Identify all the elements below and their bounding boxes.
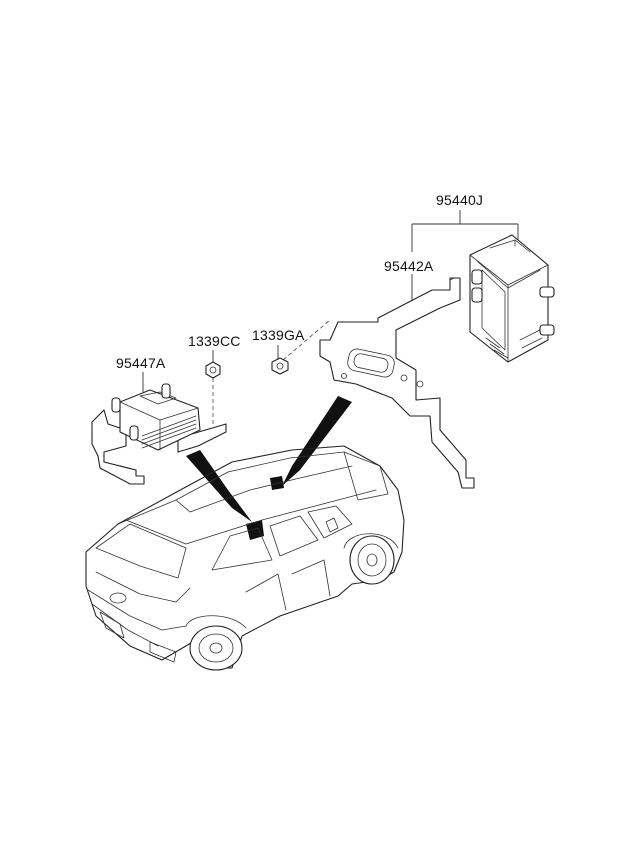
location-marker-upper <box>270 476 284 490</box>
leader-lines <box>142 210 519 424</box>
pointer-arrow-upper <box>282 396 352 486</box>
part-label-95440J[interactable]: 95440J <box>436 192 484 208</box>
part-label-1339CC[interactable]: 1339CC <box>188 333 241 349</box>
part-label-1339GA[interactable]: 1339GA <box>252 327 305 343</box>
location-pointers <box>186 396 352 540</box>
connector-pin <box>161 383 171 399</box>
part-label-95442A[interactable]: 95442A <box>384 258 434 274</box>
nut-1339CC <box>205 361 221 379</box>
connector-pin <box>111 397 121 413</box>
pointer-arrow-lower <box>186 450 252 522</box>
part-label-95447A[interactable]: 95447A <box>116 355 166 371</box>
leader-95440J <box>411 210 519 252</box>
dashed-leader-1339GA <box>282 319 331 361</box>
location-marker-lower <box>246 520 264 540</box>
control-unit-95440J <box>469 234 555 363</box>
connector-pin <box>471 287 483 303</box>
connector-pin <box>539 286 555 298</box>
vehicle-outline <box>85 445 405 671</box>
connector-pin <box>539 324 555 336</box>
connector-pin <box>471 269 483 285</box>
connector-pin <box>129 425 139 441</box>
nut-1339GA <box>271 357 289 375</box>
sensor-module-95447A <box>91 383 227 485</box>
bracket-95442A <box>319 277 475 489</box>
